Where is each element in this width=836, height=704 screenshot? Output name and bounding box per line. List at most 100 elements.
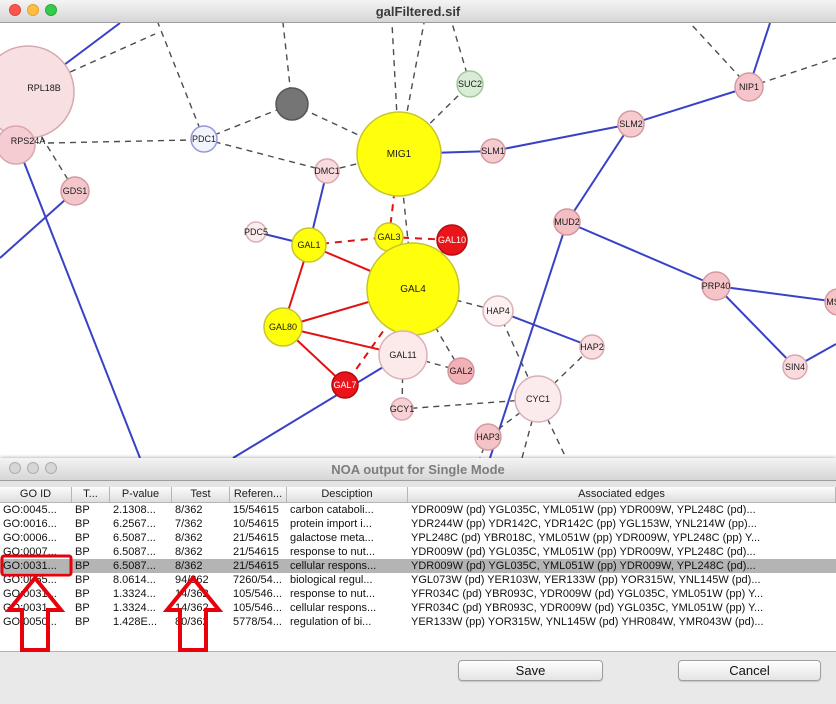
table-cell: 7260/54... bbox=[233, 574, 282, 586]
node-label-gds1: GDS1 bbox=[63, 186, 88, 196]
column-header-test[interactable]: Test bbox=[172, 487, 230, 502]
minimize-button[interactable] bbox=[27, 4, 39, 16]
table-cell: GO:0045... bbox=[3, 504, 57, 516]
node-label-pdc5: PDC5 bbox=[244, 227, 268, 237]
network-edge[interactable] bbox=[630, 86, 750, 125]
network-node-hap2[interactable] bbox=[579, 334, 605, 360]
table-cell: 80/362 bbox=[175, 616, 209, 628]
network-node-gds1[interactable] bbox=[60, 176, 90, 206]
table-cell: GO:0050... bbox=[3, 616, 57, 628]
table-cell: GO:0007... bbox=[3, 546, 57, 558]
network-edge[interactable] bbox=[19, 151, 141, 458]
table-cell: GO:0031... bbox=[3, 602, 57, 614]
column-header-go-id[interactable]: GO ID bbox=[0, 487, 72, 502]
network-node-dmc1[interactable] bbox=[314, 158, 340, 184]
network-edge[interactable] bbox=[203, 138, 328, 172]
column-header-desciption[interactable]: Desciption bbox=[287, 487, 408, 502]
node-label-gal10: GAL10 bbox=[438, 235, 466, 245]
network-node-gal2[interactable] bbox=[447, 357, 475, 385]
table-cell: 10/54615 bbox=[233, 518, 279, 530]
network-node-msl1[interactable] bbox=[824, 288, 836, 316]
network-node-gal7[interactable] bbox=[331, 371, 359, 399]
network-node-gal80[interactable] bbox=[263, 307, 303, 347]
table-cell: protein import i... bbox=[290, 518, 372, 530]
network-node-mud2[interactable] bbox=[553, 208, 581, 236]
network-node-pdc1[interactable] bbox=[190, 125, 218, 153]
column-header-t[interactable]: T... bbox=[72, 487, 110, 502]
node-label-gal1: GAL1 bbox=[297, 240, 320, 250]
network-edge[interactable] bbox=[748, 57, 836, 88]
network-edge[interactable] bbox=[0, 190, 76, 259]
network-edge[interactable] bbox=[492, 123, 632, 152]
network-edge[interactable] bbox=[232, 354, 404, 458]
network-node-gal11[interactable] bbox=[378, 330, 428, 380]
node-label-rpl18b: RPL18B bbox=[27, 83, 61, 93]
network-edge[interactable] bbox=[715, 285, 836, 303]
cancel-button[interactable]: Cancel bbox=[678, 660, 821, 681]
network-node-unnamed[interactable] bbox=[275, 87, 309, 121]
network-edge[interactable] bbox=[497, 310, 593, 348]
network-edge[interactable] bbox=[566, 221, 717, 287]
network-window-titlebar[interactable]: galFiltered.sif bbox=[0, 0, 836, 23]
maximize-button[interactable] bbox=[45, 462, 57, 474]
network-node-suc2[interactable] bbox=[456, 70, 484, 98]
network-node-cyc1[interactable] bbox=[514, 375, 562, 423]
network-node-prp40[interactable] bbox=[701, 271, 731, 301]
network-node-gal1[interactable] bbox=[291, 227, 327, 263]
minimize-button[interactable] bbox=[27, 462, 39, 474]
network-edge[interactable] bbox=[157, 23, 205, 140]
network-edge[interactable] bbox=[566, 123, 632, 223]
table-cell: BP bbox=[75, 518, 90, 530]
network-edge[interactable] bbox=[47, 139, 193, 144]
table-cell: 8/362 bbox=[175, 546, 203, 558]
table-cell: BP bbox=[75, 616, 90, 628]
node-label-gcy1: GCY1 bbox=[390, 404, 415, 414]
network-node-mig1[interactable] bbox=[356, 111, 442, 197]
network-node-sin4[interactable] bbox=[782, 354, 808, 380]
network-node-hap3[interactable] bbox=[474, 423, 502, 451]
network-node-pdc5[interactable] bbox=[245, 221, 267, 243]
network-node-nip1[interactable] bbox=[734, 72, 764, 102]
save-button[interactable]: Save bbox=[458, 660, 603, 681]
table-cell: 1.428E... bbox=[113, 616, 158, 628]
network-edge[interactable] bbox=[489, 221, 568, 458]
network-edge[interactable] bbox=[291, 103, 400, 155]
table-cell: 14/362 bbox=[175, 588, 209, 600]
node-label-sin4: SIN4 bbox=[785, 362, 805, 372]
dialog-footer: Save Cancel bbox=[0, 651, 836, 704]
close-button[interactable] bbox=[9, 462, 21, 474]
noa-window-titlebar[interactable]: NOA output for Single Mode bbox=[0, 458, 836, 481]
node-label-mig1: MIG1 bbox=[387, 149, 412, 160]
node-label-gal4: GAL4 bbox=[400, 284, 426, 295]
table-cell: GO:0006... bbox=[3, 532, 57, 544]
table-cell: 6.5087... bbox=[113, 546, 156, 558]
table-cell: BP bbox=[75, 560, 90, 572]
table-cell: BP bbox=[75, 574, 90, 586]
network-node-rps24a[interactable] bbox=[0, 125, 36, 165]
table-cell: 21/54615 bbox=[233, 560, 279, 572]
network-node-hap4[interactable] bbox=[482, 295, 514, 327]
column-header-associated-edges[interactable]: Associated edges bbox=[408, 487, 836, 502]
maximize-button[interactable] bbox=[45, 4, 57, 16]
table-cell: 7/362 bbox=[175, 518, 203, 530]
column-header-referen[interactable]: Referen... bbox=[230, 487, 287, 502]
network-edge[interactable] bbox=[715, 285, 796, 368]
network-node-gcy1[interactable] bbox=[390, 397, 414, 421]
network-node-slm2[interactable] bbox=[617, 110, 645, 138]
column-header-pvalue[interactable]: P-value bbox=[110, 487, 172, 502]
table-cell: biological regul... bbox=[290, 574, 373, 586]
table-cell: 21/54615 bbox=[233, 532, 279, 544]
close-button[interactable] bbox=[9, 4, 21, 16]
network-node-slm1[interactable] bbox=[480, 138, 506, 164]
network-node-gal10[interactable] bbox=[436, 224, 468, 256]
